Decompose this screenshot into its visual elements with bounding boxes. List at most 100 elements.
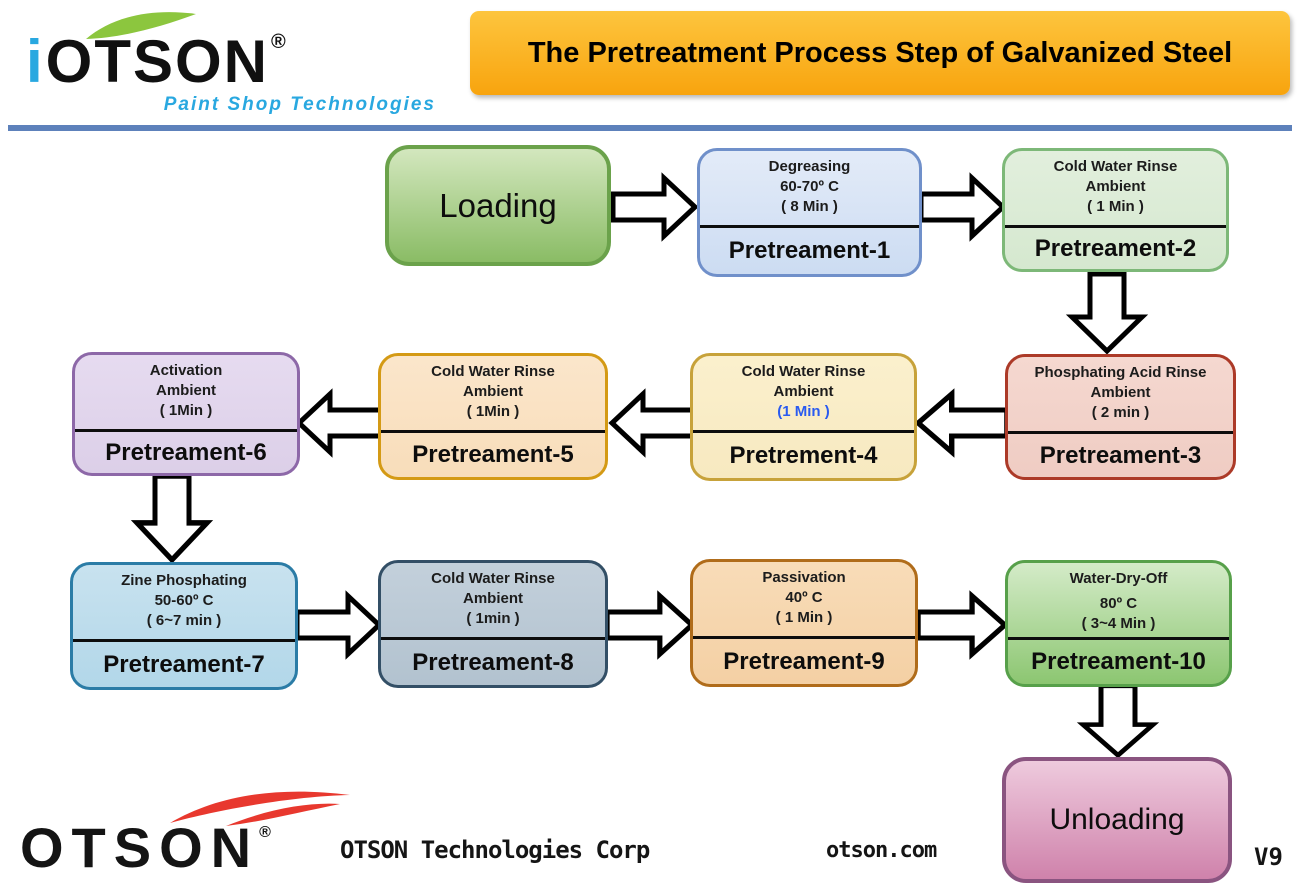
step-duration: ( 3~4 Min ) [1081,615,1156,632]
logo-registered-mark: ® [271,31,288,53]
step-divider [73,639,295,642]
step-duration: ( 2 min ) [1091,404,1150,421]
step-pretreament-1: Degreasing 60-70º C ( 8 Min ) Pretreamen… [697,148,922,277]
arrow-step10-unloading-icon [1076,683,1160,759]
step-condition: Ambient [773,383,834,400]
logo-brand-text: OTSON [45,28,270,95]
step-pretreament-9: Passivation 40º C ( 1 Min ) Pretreament-… [690,559,918,687]
title-banner: The Pretreatment Process Step of Galvani… [470,11,1290,95]
step-duration: ( 1min ) [466,610,520,627]
step-condition: Ambient [1085,178,1146,195]
step-divider [693,636,915,639]
step-details: Cold Water Rinse Ambient ( 1 Min ) [1005,151,1226,225]
step-details: Zine Phosphating 50-60º C ( 6~7 min ) [73,565,295,639]
arrow-step8-step9-icon [604,590,696,660]
step-condition: Ambient [156,382,216,399]
step-process-name: Degreasing [768,158,851,175]
arrow-step5-step6-icon [295,388,384,458]
arrow-step6-step7-icon [130,473,214,564]
step-label: Pretreament-10 [1031,648,1206,675]
step-label: Pretreament-1 [728,237,891,264]
step-duration: ( 1 Min ) [775,609,833,626]
step-process-name: Cold Water Rinse [431,363,555,380]
step-details: Cold Water Rinse Ambient ( 1Min ) [381,356,605,430]
arrow-step7-step8-icon [294,590,383,660]
leaf-icon [86,12,196,39]
page-title: The Pretreatment Process Step of Galvani… [527,36,1233,69]
step-label: Pretreament-2 [1034,234,1197,262]
step-divider [381,637,605,640]
logo-wordmark: iOTSON® [26,12,436,92]
footer-logo: OTSON® ELECTROSTATIC [20,778,350,891]
swoosh-icon [170,791,350,826]
step-pretreament-6: Activation Ambient ( 1Min ) Pretreament-… [72,352,300,476]
step-process-name: Activation [149,362,223,379]
step-process-name: Passivation [762,569,846,586]
header-divider [8,125,1292,131]
loading-box: Loading [385,145,611,266]
step-details: Cold Water Rinse Ambient (1 Min ) [693,356,914,430]
arrow-loading-step1-icon [610,172,699,242]
footer-version: V9 [1254,843,1283,871]
step-duration: ( 1Min ) [159,402,213,419]
step-label: Pretreament-7 [103,650,265,678]
arrow-step3-step4-icon [914,388,1010,458]
step-process-name: Zine Phosphating [121,572,247,589]
step-process-name: Phosphating Acid Rinse [1034,364,1207,381]
step-process-name: Cold Water Rinse [741,363,866,380]
step-pretreament-2: Cold Water Rinse Ambient ( 1 Min ) Pretr… [1002,148,1229,272]
step-divider [700,225,919,228]
header-logo: iOTSON® Paint Shop Technologies [26,8,436,116]
arrow-step1-step2-icon [918,172,1007,242]
step-label: Pretreament-6 [105,438,267,466]
footer-company: OTSON Technologies Corp [340,836,650,864]
step-condition: 40º C [785,589,823,606]
step-condition: 50-60º C [154,592,214,609]
step-divider [1005,225,1226,228]
step-details: Water-Dry-Off 80º C ( 3~4 Min ) [1008,563,1229,637]
step-process-name: Cold Water Rinse [431,570,555,587]
unloading-box: Unloading [1002,757,1232,883]
logo-i: i [26,28,45,95]
step-details: Cold Water Rinse Ambient ( 1min ) [381,563,605,637]
footer-registered-mark: ® [259,824,271,841]
footer-website: otson.com [826,838,937,863]
step-condition: Ambient [1090,384,1151,401]
step-details: Passivation 40º C ( 1 Min ) [693,562,915,636]
step-condition: 80º C [1099,595,1138,612]
step-details: Phosphating Acid Rinse Ambient ( 2 min ) [1008,357,1233,431]
footer-wordmark: OTSON® [20,808,338,888]
arrow-step9-step10-icon [915,590,1009,660]
step-divider [693,430,914,433]
step-condition: 60-70º C [780,178,839,195]
step-divider [1008,637,1229,640]
step-details: Activation Ambient ( 1Min ) [75,355,297,429]
unloading-label: Unloading [1049,803,1185,836]
loading-label: Loading [439,186,557,224]
step-process-name: Cold Water Rinse [1053,158,1178,175]
step-process-name: Water-Dry-Off [1069,570,1168,587]
step-duration: ( 1 Min ) [1087,198,1144,215]
step-pretreament-5: Cold Water Rinse Ambient ( 1Min ) Pretre… [378,353,608,480]
step-divider [381,430,605,433]
step-label: Pretreament-3 [1039,441,1202,469]
step-duration: (1 Min ) [777,403,830,420]
step-divider [75,429,297,432]
step-pretrement-4: Cold Water Rinse Ambient (1 Min ) Pretre… [690,353,917,481]
step-divider [1008,431,1233,434]
step-details: Degreasing 60-70º C ( 8 Min ) [700,151,919,225]
step-condition: Ambient [463,590,523,607]
step-duration: ( 8 Min ) [781,198,838,215]
arrow-step4-step5-icon [608,388,697,458]
step-pretreament-8: Cold Water Rinse Ambient ( 1min ) Pretre… [378,560,608,688]
step-pretreament-10: Water-Dry-Off 80º C ( 3~4 Min ) Pretream… [1005,560,1232,687]
step-label: Pretreament-8 [412,648,574,676]
step-condition: Ambient [463,383,523,400]
step-label: Pretrement-4 [729,441,878,469]
step-pretreament-3: Phosphating Acid Rinse Ambient ( 2 min )… [1005,354,1236,480]
logo-tagline: Paint Shop Technologies [163,94,436,115]
step-pretreament-7: Zine Phosphating 50-60º C ( 6~7 min ) Pr… [70,562,298,690]
step-label: Pretreament-5 [412,441,574,468]
step-duration: ( 6~7 min ) [146,612,222,629]
